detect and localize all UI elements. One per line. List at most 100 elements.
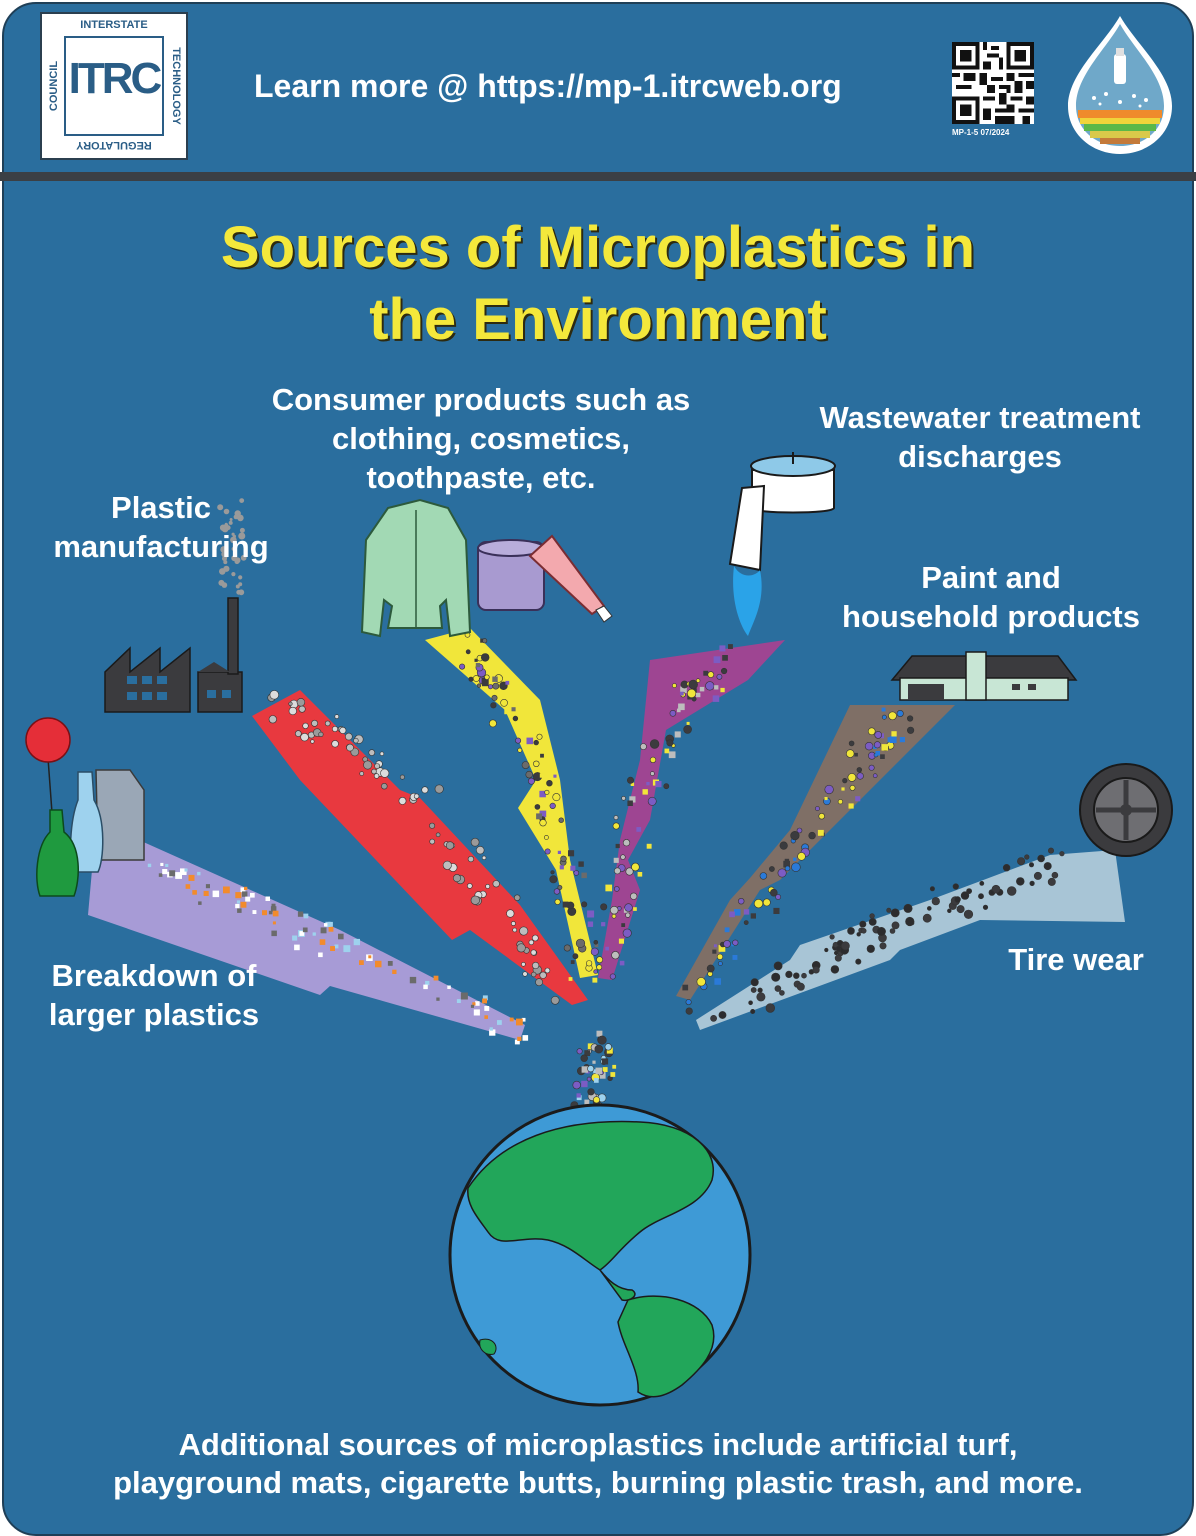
microplastic-particle: [601, 922, 606, 927]
microplastic-particle: [517, 747, 523, 753]
microplastic-particle: [516, 1018, 523, 1026]
microplastic-particle: [169, 870, 176, 877]
microplastic-particle: [646, 843, 652, 849]
microplastic-particle: [622, 928, 632, 938]
microplastic-particle: [318, 952, 323, 958]
microplastic-particle: [298, 705, 306, 713]
microplastic-particle: [235, 903, 240, 909]
microplastic-particle: [612, 822, 620, 830]
microplastic-particle: [586, 1076, 592, 1082]
microplastic-particle: [505, 680, 510, 685]
microplastic-particle: [252, 910, 257, 914]
microplastic-particle: [165, 863, 169, 867]
microplastic-particle: [710, 1015, 717, 1022]
microplastic-particle: [576, 1048, 583, 1055]
microplastic-particle: [481, 653, 490, 662]
microplastic-particle: [560, 855, 567, 862]
microplastic-particle: [320, 927, 327, 934]
label-tire: Tire wear: [1008, 942, 1144, 977]
microplastic-particle: [203, 890, 209, 896]
microplastic-particle: [184, 868, 188, 872]
microplastic-particle: [522, 971, 528, 977]
microplastic-particle: [570, 865, 576, 871]
microplastic-particle: [717, 961, 723, 966]
microplastic-particle: [521, 961, 526, 967]
microplastic-particle: [824, 947, 829, 953]
microplastic-particle: [1029, 880, 1035, 887]
microplastic-particle: [456, 999, 461, 1003]
microplastic-particle: [952, 883, 959, 890]
microplastic-particle: [546, 779, 553, 787]
microplastic-particle: [581, 901, 588, 908]
microplastic-particle: [558, 817, 564, 823]
microplastic-particle: [528, 939, 534, 946]
microplastic-particle: [521, 1017, 526, 1022]
microplastic-particle: [379, 751, 385, 756]
logo-mark: ITRC: [64, 36, 164, 136]
microplastic-particle: [514, 1039, 520, 1045]
microplastic-particle: [611, 951, 620, 960]
microplastic-particle: [753, 898, 764, 909]
microplastic-particle: [270, 906, 277, 912]
microplastic-particle: [331, 740, 339, 748]
microplastic-particle: [856, 932, 861, 937]
microplastic-particle: [783, 860, 790, 868]
microplastic-particle: [578, 861, 584, 867]
footer-line-1: Additional sources of microplastics incl…: [178, 1427, 1018, 1462]
smoke-particle: [229, 518, 233, 521]
microplastic-particle: [516, 943, 526, 953]
microplastic-particle: [686, 721, 690, 725]
microplastic-particle: [482, 998, 487, 1004]
microplastic-particle: [773, 907, 780, 914]
microplastic-particle: [534, 804, 541, 810]
microplastic-particle: [269, 690, 279, 700]
microplastic-particle: [557, 885, 563, 890]
microplastic-particle: [626, 776, 634, 784]
microplastic-particle: [197, 871, 201, 876]
microplastic-particle: [847, 927, 855, 935]
microplastic-particle: [302, 722, 309, 730]
microplastic-particle: [338, 933, 344, 940]
microplastic-particle: [373, 773, 380, 779]
microplastic-particle: [544, 835, 549, 840]
microplastic-particle: [288, 706, 297, 716]
microplastic-particle: [328, 921, 333, 927]
smoke-particle: [228, 520, 233, 525]
microplastic-particle: [696, 692, 701, 698]
microplastic-particle: [642, 789, 648, 795]
microplastic-particle: [434, 784, 444, 794]
microplastic-particle: [521, 761, 530, 769]
microplastic-particle: [250, 892, 255, 898]
itrc-logo[interactable]: INTERSTATE TECHNOLOGY REGULATORY COUNCIL…: [40, 12, 188, 160]
microplastic-particle: [1037, 854, 1045, 863]
microplastic-particle: [265, 896, 270, 901]
microplastic-particle: [510, 693, 517, 700]
microplastic-particle: [381, 782, 388, 790]
microplastic-particle: [576, 1095, 582, 1101]
learn-more-link[interactable]: Learn more @ https://mp-1.itrcweb.org: [254, 68, 842, 104]
microplastic-particle: [672, 683, 677, 688]
microplastic-particle: [731, 943, 735, 947]
microplastic-particle: [563, 944, 571, 952]
microplastic-particle: [294, 730, 302, 737]
microplastic-particle: [769, 866, 775, 872]
microplastic-particle: [475, 663, 480, 668]
microplastic-particle: [796, 827, 803, 834]
microplastic-particle: [607, 1075, 613, 1082]
microplastic-particle: [492, 682, 500, 690]
microplastic-particle: [482, 638, 488, 644]
label-manufacturing-line1: Plastic: [111, 490, 211, 525]
microplastic-particle: [856, 772, 864, 780]
microplastic-particle: [982, 904, 989, 910]
microplastic-particle: [677, 708, 681, 713]
microplastic-particle: [296, 698, 306, 707]
microplastic-particle: [318, 731, 324, 738]
microplastic-particle: [436, 997, 440, 1001]
label-wastewater-line1: Wastewater treatment: [819, 400, 1141, 435]
microplastic-particle: [474, 658, 478, 662]
microplastic-particle: [732, 955, 738, 960]
qr-code-icon[interactable]: [952, 42, 1034, 124]
microplastic-particle: [722, 655, 728, 661]
microplastic-particle: [576, 1093, 581, 1098]
microplastic-particle: [368, 955, 372, 959]
